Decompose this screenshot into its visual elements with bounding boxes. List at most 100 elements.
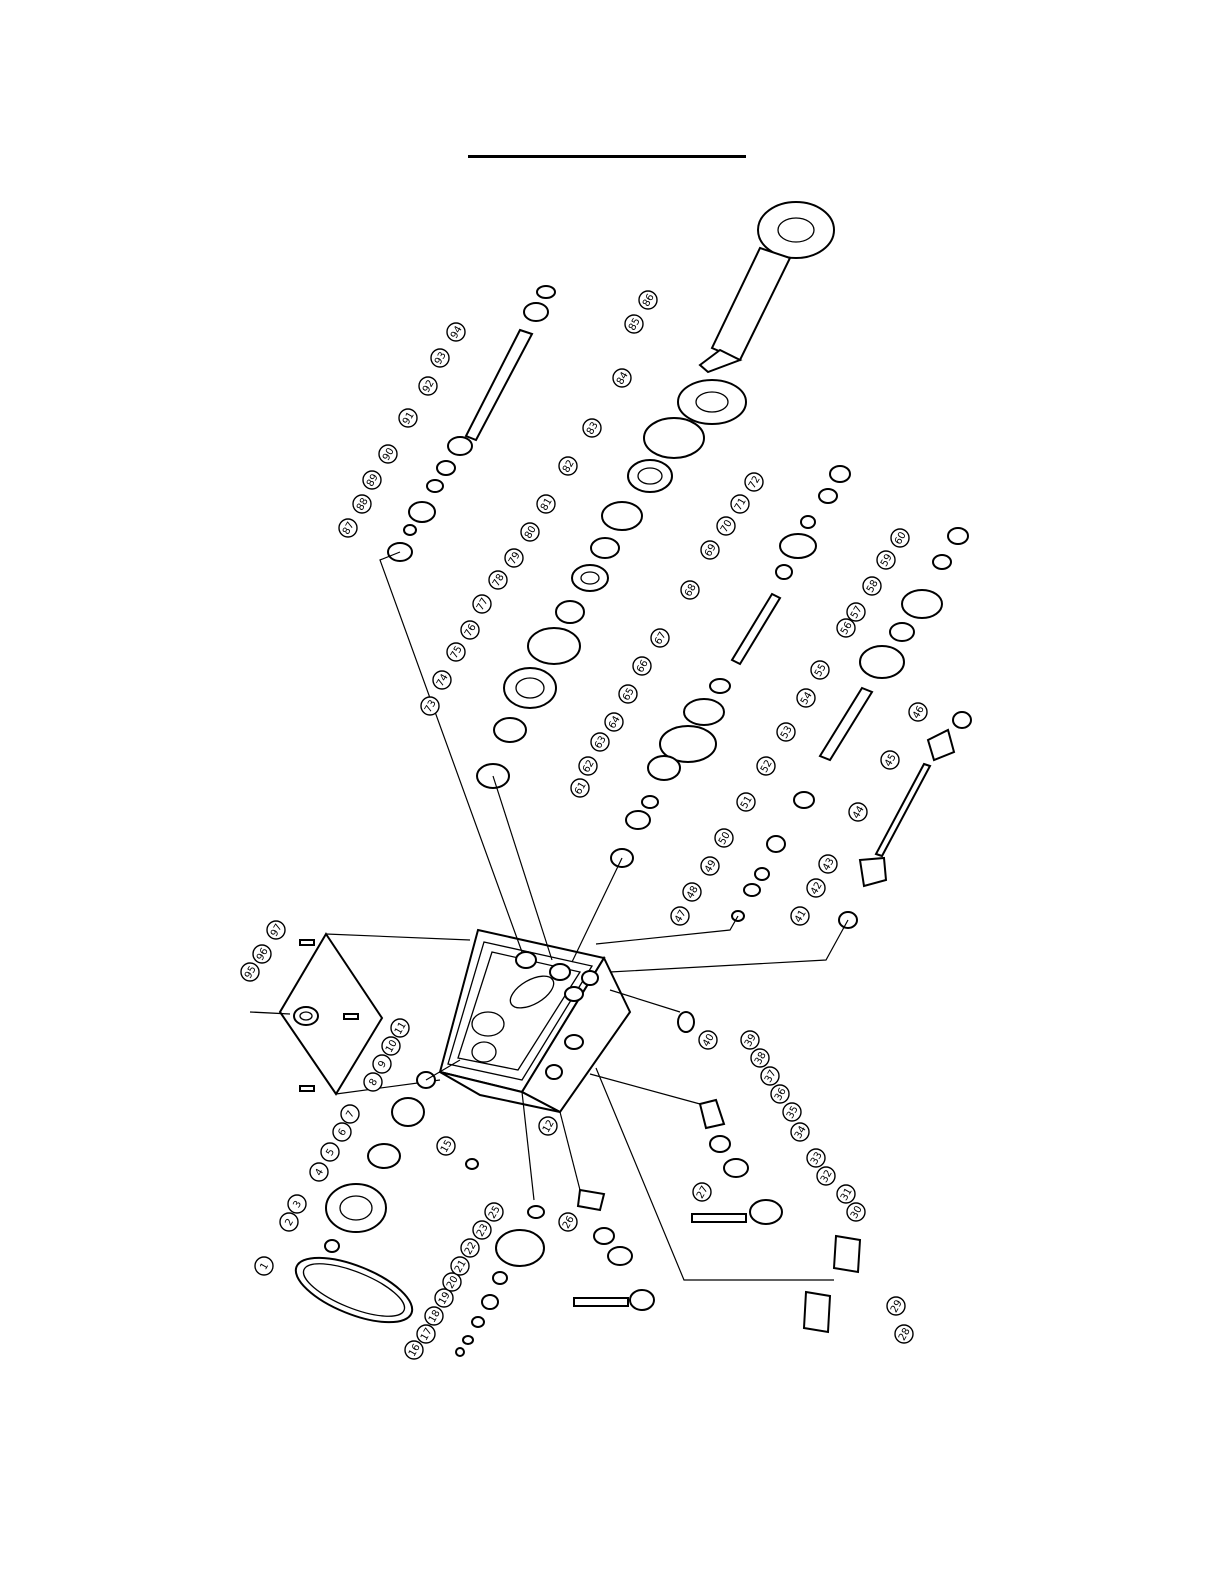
callout-11: 11 xyxy=(391,1019,409,1037)
callout-42: 42 xyxy=(807,879,825,897)
callout-71: 71 xyxy=(731,495,749,513)
callout-74: 74 xyxy=(433,671,451,689)
callout-55: 55 xyxy=(811,661,829,679)
callout-92: 92 xyxy=(419,377,437,395)
callout-19: 19 xyxy=(435,1289,453,1307)
callout-79: 79 xyxy=(505,549,523,567)
callout-72: 72 xyxy=(745,473,763,491)
callout-62: 62 xyxy=(579,757,597,775)
callout-75: 75 xyxy=(447,643,465,661)
callout-69: 69 xyxy=(701,541,719,559)
callout-2: 2 xyxy=(280,1213,298,1231)
callout-49: 49 xyxy=(701,857,719,875)
pulley-assembly xyxy=(288,1072,435,1335)
callout-83: 83 xyxy=(583,419,601,437)
callout-39: 39 xyxy=(741,1031,759,1049)
callout-22: 22 xyxy=(461,1239,479,1257)
callout-94: 94 xyxy=(447,323,465,341)
callout-44: 44 xyxy=(849,803,867,821)
callout-4: 4 xyxy=(310,1163,328,1181)
callout-57: 57 xyxy=(847,603,865,621)
callout-88: 88 xyxy=(353,495,371,513)
callout-93: 93 xyxy=(431,349,449,367)
callout-27: 27 xyxy=(693,1183,711,1201)
callout-38: 38 xyxy=(751,1049,769,1067)
callout-23: 23 xyxy=(473,1221,491,1239)
callout-85: 85 xyxy=(625,315,643,333)
callout-65: 65 xyxy=(619,685,637,703)
callout-87: 87 xyxy=(339,519,357,537)
callout-48: 48 xyxy=(683,883,701,901)
callout-10: 10 xyxy=(382,1037,400,1055)
callout-52: 52 xyxy=(757,757,775,775)
callout-46: 46 xyxy=(909,703,927,721)
callout-70: 70 xyxy=(717,517,735,535)
callout-86: 86 xyxy=(639,291,657,309)
callout-63: 63 xyxy=(591,733,609,751)
callout-28: 28 xyxy=(895,1325,913,1343)
callout-18: 18 xyxy=(425,1307,443,1325)
callout-50: 50 xyxy=(715,829,733,847)
callout-97: 97 xyxy=(267,921,285,939)
callout-26: 26 xyxy=(559,1213,577,1231)
callout-41: 41 xyxy=(791,907,809,925)
callout-84: 84 xyxy=(613,369,631,387)
callout-3: 3 xyxy=(288,1195,306,1213)
callout-90: 90 xyxy=(379,445,397,463)
callout-81: 81 xyxy=(537,495,555,513)
callout-5: 5 xyxy=(321,1143,339,1161)
callout-12: 12 xyxy=(539,1117,557,1135)
lower-middle-assembly xyxy=(456,1159,654,1356)
callout-54: 54 xyxy=(797,689,815,707)
callout-20: 20 xyxy=(443,1273,461,1291)
callout-56: 56 xyxy=(837,619,855,637)
gearbox-housing xyxy=(440,930,630,1112)
callout-78: 78 xyxy=(489,571,507,589)
callout-73: 73 xyxy=(421,697,439,715)
callout-64: 64 xyxy=(605,713,623,731)
callout-66: 66 xyxy=(633,657,651,675)
callout-9: 9 xyxy=(373,1055,391,1073)
callout-31: 31 xyxy=(837,1185,855,1203)
callout-58: 58 xyxy=(863,577,881,595)
callout-47: 47 xyxy=(671,907,689,925)
callout-8: 8 xyxy=(364,1073,382,1091)
callout-16: 16 xyxy=(405,1341,423,1359)
callout-61: 61 xyxy=(571,779,589,797)
callout-33: 33 xyxy=(807,1149,825,1167)
oil-fitting xyxy=(678,1012,694,1032)
callout-89: 89 xyxy=(363,471,381,489)
callout-21: 21 xyxy=(451,1257,469,1275)
feed-shaft-assembly xyxy=(388,303,548,561)
callout-7: 7 xyxy=(341,1105,359,1123)
callout-35: 35 xyxy=(783,1103,801,1121)
callout-34: 34 xyxy=(791,1123,809,1141)
callout-25: 25 xyxy=(485,1203,503,1221)
lower-right-assembly xyxy=(692,1100,860,1332)
callout-95: 95 xyxy=(241,963,259,981)
callout-96: 96 xyxy=(253,945,271,963)
callout-40: 40 xyxy=(699,1031,717,1049)
callout-45: 45 xyxy=(881,751,899,769)
callout-80: 80 xyxy=(521,523,539,541)
callout-6: 6 xyxy=(333,1123,351,1141)
callout-30: 30 xyxy=(847,1203,865,1221)
callout-32: 32 xyxy=(817,1167,835,1185)
callout-51: 51 xyxy=(737,793,755,811)
callout-29: 29 xyxy=(887,1297,905,1315)
callout-59: 59 xyxy=(877,551,895,569)
callout-37: 37 xyxy=(761,1067,779,1085)
callout-17: 17 xyxy=(417,1325,435,1343)
callout-67: 67 xyxy=(651,629,669,647)
callout-36: 36 xyxy=(771,1085,789,1103)
callout-15: 15 xyxy=(437,1137,455,1155)
callout-77: 77 xyxy=(473,595,491,613)
callout-53: 53 xyxy=(777,723,795,741)
callout-43: 43 xyxy=(819,855,837,873)
callout-76: 76 xyxy=(461,621,479,639)
right-shaft-assembly xyxy=(732,528,968,921)
callout-1: 1 xyxy=(255,1257,273,1275)
callout-68: 68 xyxy=(681,581,699,599)
